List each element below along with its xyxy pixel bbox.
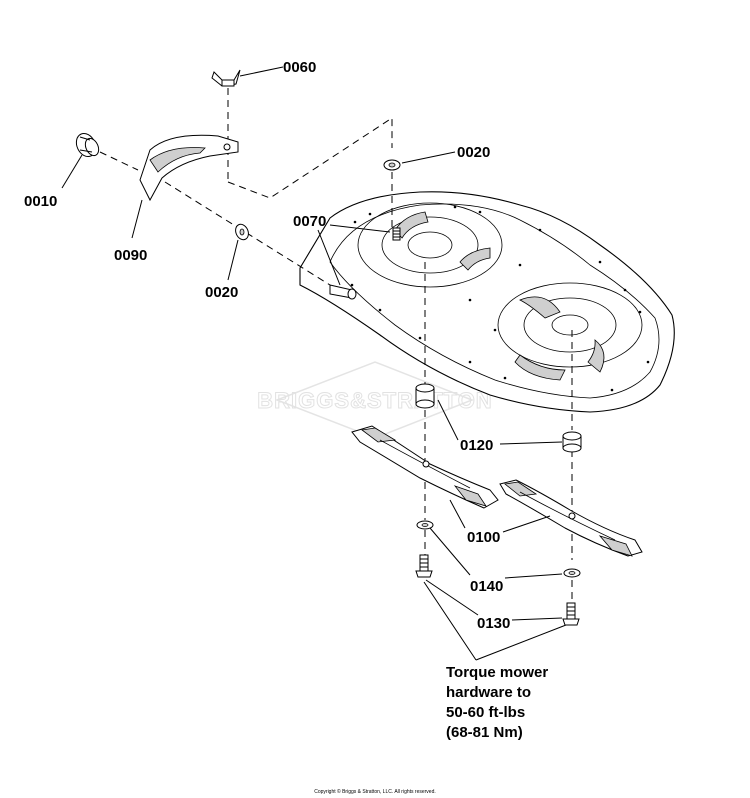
bolt-0070-bottom: [329, 284, 357, 300]
callout-0010: 0010: [24, 193, 57, 210]
note-line-2: hardware to: [446, 684, 531, 701]
blade-0100-right: [499, 479, 643, 557]
washer-0140-right: [563, 568, 581, 578]
callout-0060: 0060: [283, 59, 316, 76]
callout-0020-top: 0020: [457, 144, 490, 161]
torque-note: Torque mower hardware to 50-60 ft-lbs (6…: [446, 664, 548, 741]
brand-watermark: BRIGGS&STRATTON: [257, 361, 492, 439]
blade-0100-left: [351, 425, 499, 509]
note-line-1: Torque mower: [446, 664, 548, 681]
note-line-3: 50-60 ft-lbs: [446, 704, 525, 721]
leader-lines: [61, 66, 567, 661]
bolt-0130-left: [415, 554, 433, 578]
deck-rivets: [350, 205, 650, 392]
deflector-0090: [139, 134, 239, 202]
callout-0120: 0120: [460, 437, 493, 454]
bolt-0130-right: [562, 602, 580, 626]
spacer-0120-right: [562, 431, 582, 453]
callout-0140: 0140: [470, 578, 503, 595]
note-line-4: (68-81 Nm): [446, 724, 523, 741]
callout-labels: 0060 0020 0010 0090 0070 0020 0120 0100 …: [24, 59, 510, 632]
knob-0010: [75, 132, 100, 158]
washer-0140-left: [416, 520, 434, 530]
callout-0070: 0070: [293, 213, 326, 230]
washer-0020-top: [383, 159, 401, 171]
callout-0130: 0130: [477, 615, 510, 632]
bolt-0070-top: [392, 227, 401, 241]
callout-0020-bottom: 0020: [205, 284, 238, 301]
watermark-text: BRIGGS&STRATTON: [257, 388, 492, 413]
copyright-text: Copyright © Briggs & Stratton, LLC. All …: [314, 788, 436, 795]
spacer-0120-left: [415, 383, 435, 409]
mower-deck: [299, 191, 675, 413]
washer-0020-bottom: [235, 223, 249, 241]
wing-nut-0060: [211, 69, 241, 87]
callout-0100: 0100: [467, 529, 500, 546]
callout-0090: 0090: [114, 247, 147, 264]
